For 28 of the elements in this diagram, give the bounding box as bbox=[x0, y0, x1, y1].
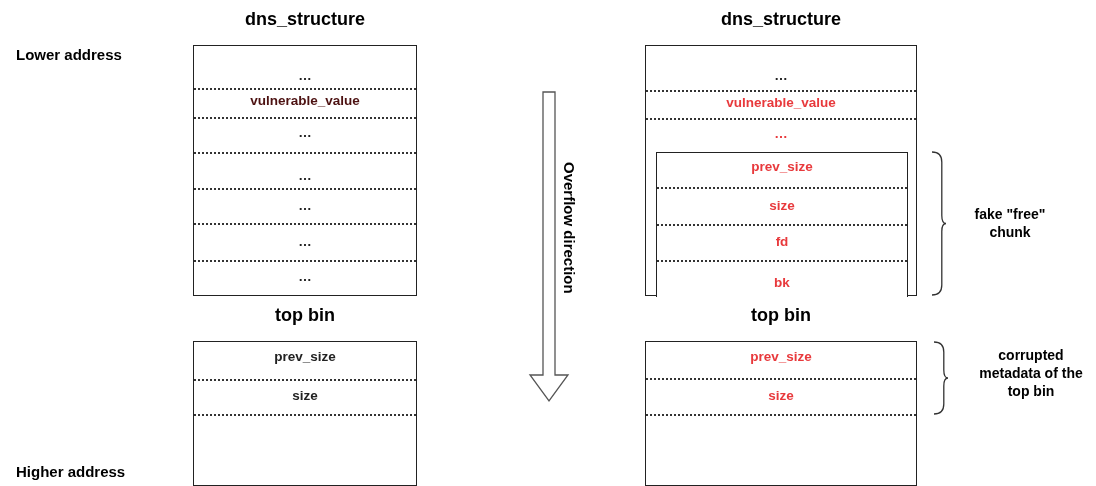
brace-label: corrupted metadata of the top bin bbox=[978, 346, 1084, 400]
field-label: … bbox=[774, 126, 788, 142]
brace-label: fake "free" chunk bbox=[973, 205, 1047, 241]
field-label: size bbox=[292, 388, 318, 404]
field-label: … bbox=[298, 198, 312, 214]
field-label: fd bbox=[775, 234, 789, 250]
field-label: … bbox=[298, 68, 312, 84]
field-label: size bbox=[768, 388, 794, 404]
address-label: Lower address bbox=[16, 46, 122, 63]
field-label: … bbox=[298, 269, 312, 285]
address-label: Higher address bbox=[16, 463, 126, 480]
field-label: … bbox=[298, 168, 312, 184]
field-label: prev_size bbox=[751, 159, 813, 175]
memory-block bbox=[656, 152, 908, 297]
block-heading: dns_structure bbox=[720, 9, 841, 30]
block-heading: top bin bbox=[275, 305, 335, 326]
field-label: vulnerable_value bbox=[726, 95, 836, 111]
block-heading: dns_structure bbox=[244, 9, 365, 30]
block-heading: top bin bbox=[751, 305, 811, 326]
field-label: … bbox=[298, 234, 312, 250]
field-label: prev_size bbox=[274, 349, 336, 365]
direction-label: Overflow direction bbox=[561, 162, 578, 294]
field-label: size bbox=[769, 198, 795, 214]
field-label: … bbox=[774, 68, 788, 84]
field-label: vulnerable_value bbox=[250, 93, 360, 109]
field-label: prev_size bbox=[750, 349, 812, 365]
field-label: bk bbox=[774, 275, 790, 291]
field-label: … bbox=[298, 125, 312, 141]
